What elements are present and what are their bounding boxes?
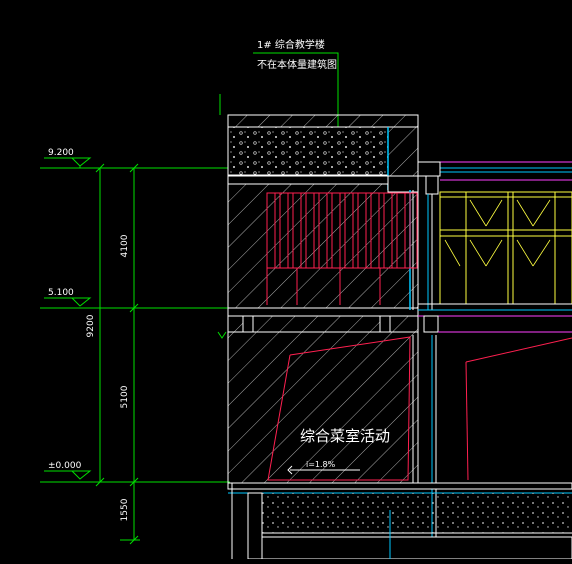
level-marker-9200: 9.200 — [44, 148, 92, 168]
mid-floor-right — [418, 303, 572, 333]
glazing-panels — [439, 191, 572, 305]
slope-indicator: i=1.8% — [287, 460, 360, 475]
louver-band — [266, 192, 418, 305]
right-bay — [417, 161, 572, 559]
note-line-1: 1# 综合教学楼 — [257, 38, 325, 51]
level-label: 5.100 — [48, 288, 74, 298]
level-marker-5100: 5.100 — [44, 288, 92, 307]
slope-label: i=1.8% — [306, 460, 336, 469]
level-label: ±0.000 — [48, 461, 82, 471]
room-label: 综合菜室活动 — [300, 427, 390, 445]
dim-lower: 5100 — [120, 385, 130, 408]
foundation — [227, 482, 572, 560]
note-annotation: 1# 综合教学楼 不在本体量建筑图 — [219, 38, 339, 168]
dimension-chain — [40, 163, 230, 545]
room-outline — [267, 336, 572, 481]
dim-upper: 4100 — [120, 234, 130, 257]
level-marker-0000: ±0.000 — [44, 461, 92, 480]
wall-section — [227, 114, 419, 484]
section-mark — [217, 331, 227, 339]
dim-base: 1550 — [120, 498, 130, 521]
level-label: 9.200 — [48, 148, 74, 158]
louver-slats — [274, 193, 411, 268]
dim-total: 9200 — [86, 314, 96, 337]
note-line-2: 不在本体量建筑图 — [257, 58, 337, 71]
dimension-labels: 4100 5100 9200 1550 — [86, 234, 130, 521]
glazing-diagonals — [444, 199, 551, 267]
